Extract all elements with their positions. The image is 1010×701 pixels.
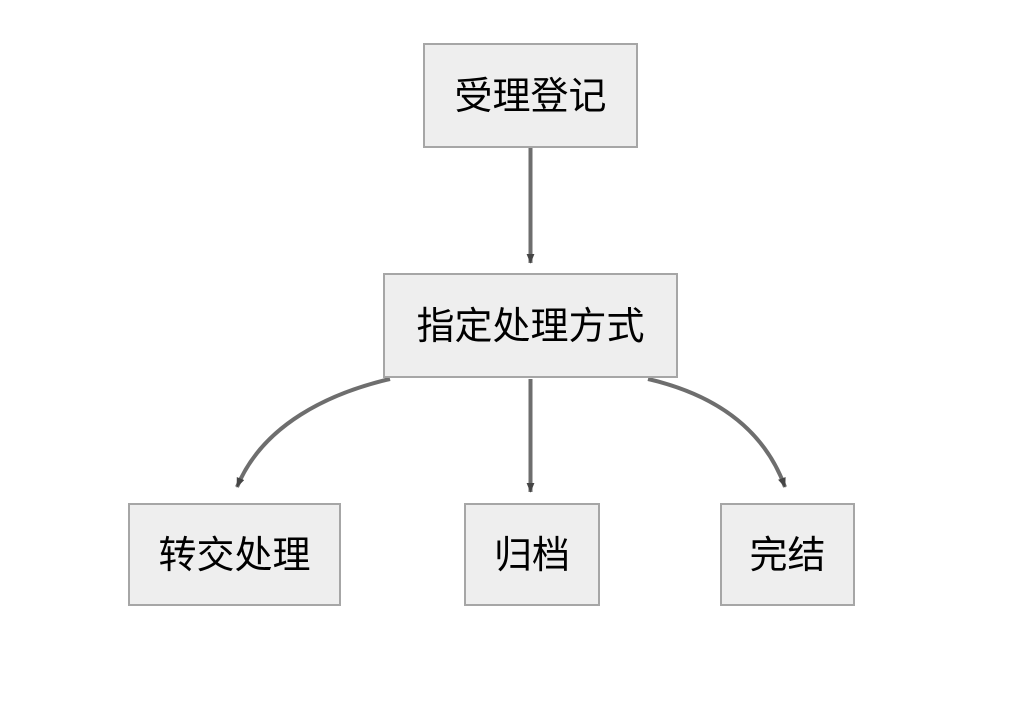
node-label: 指定处理方式	[416, 303, 645, 348]
edge-assign-to-complete	[647, 377, 787, 488]
node-accept-registration[interactable]: 受理登记	[423, 43, 638, 148]
node-transfer-handling[interactable]: 转交处理	[128, 503, 341, 606]
node-archive[interactable]: 归档	[464, 503, 600, 606]
node-label: 转交处理	[158, 532, 311, 577]
node-assign-handling-method[interactable]: 指定处理方式	[383, 273, 678, 378]
edge-assign-to-transfer	[235, 377, 391, 488]
node-label: 完结	[749, 532, 826, 577]
node-label: 受理登记	[454, 73, 607, 118]
node-complete[interactable]: 完结	[720, 503, 855, 606]
node-label: 归档	[493, 532, 570, 577]
